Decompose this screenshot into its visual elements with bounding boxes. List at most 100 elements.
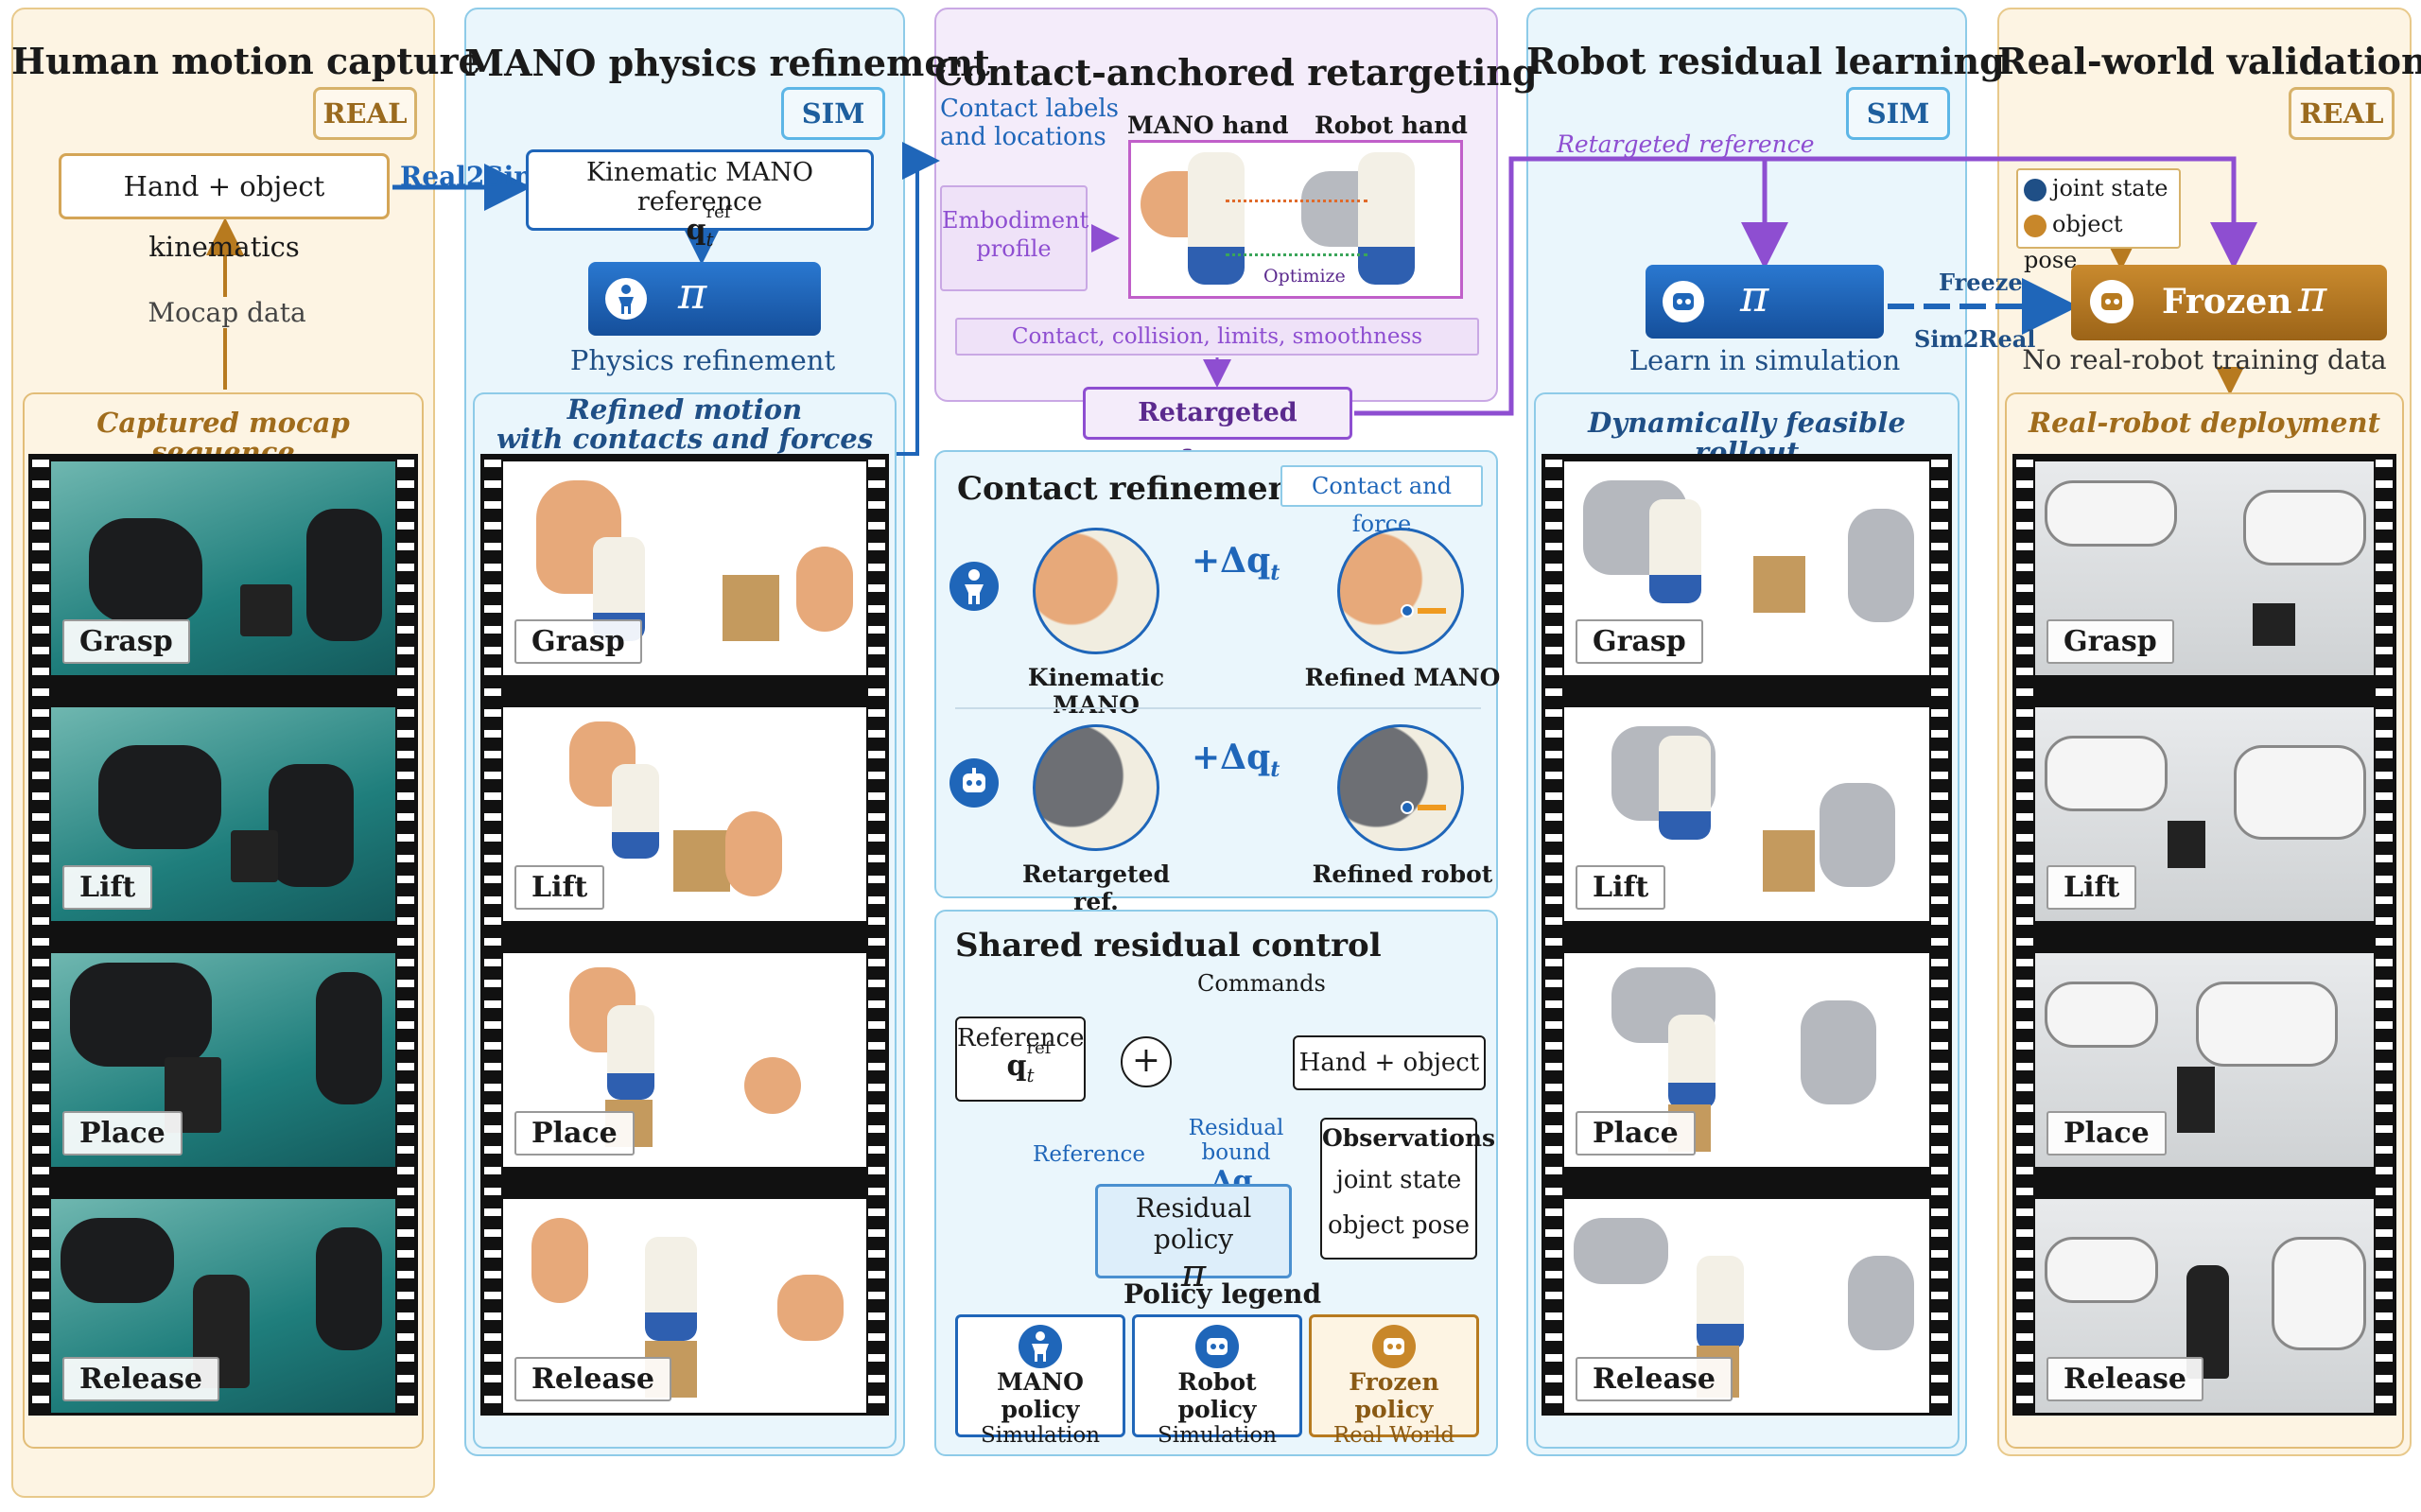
- retarget-image-frame: Optimize: [1128, 140, 1463, 299]
- pi-symbol: π: [1740, 270, 1769, 322]
- sim-badge: SIM: [781, 87, 885, 140]
- kinematic-mano-label: Kinematic MANO: [1027, 664, 1165, 719]
- robot-icon: [1195, 1325, 1239, 1368]
- hand-object-box: Hand + object: [1293, 1035, 1486, 1090]
- observation-inputs-box: joint state object pose: [2016, 168, 2181, 273]
- refined-robot-circle: [1337, 724, 1464, 851]
- pi-symbol: π: [2298, 270, 2327, 322]
- real-frame-release: Release: [2035, 1199, 2374, 1413]
- mano-frame-place: Place: [503, 953, 866, 1167]
- legend-robot-policy: Robot policy Simulation: [1132, 1314, 1302, 1448]
- real-world-title: Real-world validation: [1997, 40, 2421, 82]
- real-badge: REAL: [2289, 87, 2395, 140]
- mano-hand: [531, 1218, 588, 1303]
- mano-frame-lift: Lift: [503, 707, 866, 921]
- retargeting-title: Contact-anchored retargeting: [934, 51, 1538, 94]
- no-real-robot-data-label: No real-robot training data: [2022, 344, 2387, 375]
- stage-label: Grasp: [1576, 619, 1703, 664]
- policy-legend-title: Policy legend: [1123, 1278, 1322, 1310]
- real-frame-place: Place: [2035, 953, 2374, 1167]
- frozen-label: Frozen: [2162, 282, 2292, 322]
- legend-frozen-policy: Frozen policy Real World: [1309, 1314, 1479, 1448]
- robot-arm-left: [2045, 736, 2168, 811]
- retargeted-reference-label: Retargeted reference: [1557, 130, 1815, 158]
- frozen-policy-block: Frozen π: [2071, 265, 2387, 340]
- stage-label: Lift: [62, 865, 153, 910]
- human-capture-title: Human motion capture: [11, 40, 481, 82]
- retargeted-ref-label: Retargeted ref.: [1022, 860, 1170, 915]
- embodiment-profile-box: Embodiment profile: [940, 185, 1089, 291]
- glove-left: [61, 1218, 174, 1303]
- mocap-frame-place: Place: [51, 953, 395, 1167]
- mano-filmstrip: Grasp Lift Place Release: [480, 454, 889, 1416]
- real-frame-lift: Lift: [2035, 707, 2374, 921]
- stage-label: Grasp: [62, 619, 190, 664]
- robot-arm-right: [2196, 982, 2338, 1067]
- frozen-robot-icon: [2090, 280, 2134, 323]
- bottle: [612, 764, 659, 859]
- stage-label: Lift: [1576, 865, 1666, 910]
- wood-box: [673, 830, 730, 892]
- robot-arm-left: [2045, 480, 2177, 547]
- mano-refinement-title: MANO physics refinement: [464, 42, 990, 84]
- pi-symbol: π: [678, 268, 707, 319]
- real2sim-label: Real2Sim: [400, 161, 542, 192]
- sum-node: +: [1121, 1036, 1172, 1087]
- bottle: [1659, 736, 1711, 840]
- contact-force-badge: Contact and force: [1280, 465, 1483, 537]
- bottle: [1358, 152, 1415, 285]
- robot-hand: [1848, 1256, 1914, 1350]
- glove-left: [70, 963, 212, 1067]
- contact-labels-text: Contact labels and locations: [940, 95, 1120, 151]
- robot-arm-right: [2272, 1237, 2366, 1350]
- bottle: [1697, 1256, 1744, 1350]
- robot-hand: [1801, 1000, 1876, 1104]
- stage-label: Release: [62, 1357, 219, 1401]
- mano-policy-block: π: [588, 262, 821, 336]
- wood-box: [723, 575, 779, 641]
- residual-policy-box: Residual policy π: [1095, 1184, 1292, 1293]
- robot-policy-block: π: [1646, 265, 1884, 339]
- stage-label: Lift: [514, 865, 605, 910]
- mano-hand: [744, 1057, 801, 1114]
- real-filmstrip: Grasp Lift Place Release: [2012, 454, 2396, 1416]
- stage-label: Grasp: [514, 619, 642, 664]
- mocap-frame-grasp: Grasp: [51, 461, 395, 675]
- robot-arm-left: [2045, 982, 2158, 1048]
- glove-left: [89, 518, 202, 622]
- robot-hand: [1574, 1218, 1668, 1284]
- real-badge: REAL: [313, 87, 417, 140]
- observations-box: Observations joint state object pose: [1320, 1118, 1495, 1260]
- object-pose-icon: [2024, 214, 2047, 237]
- person-icon: [1019, 1325, 1062, 1368]
- bottle: [1649, 499, 1701, 603]
- robot-hand-header: Robot hand: [1315, 112, 1468, 139]
- hand-object-kinematics-box: Hand + object kinematics: [59, 153, 390, 263]
- mano-hand: [777, 1275, 844, 1341]
- stage-label: Release: [514, 1357, 671, 1401]
- residual-bound-label: Residual bound Δqt: [1188, 1116, 1284, 1202]
- mocap-frame-release: Release: [51, 1199, 395, 1413]
- glove-right: [269, 764, 354, 887]
- physics-refinement-label: Physics refinement: [569, 344, 836, 376]
- kinematic-mano-reference-text: Kinematic MANO reference: [586, 158, 813, 217]
- bottle: [1188, 152, 1245, 285]
- object-pose-row: object pose: [2024, 211, 2123, 273]
- freeze-label: Freeze: [1939, 269, 2023, 296]
- stage-label: Place: [514, 1111, 635, 1156]
- shared-control-title: Shared residual control: [955, 927, 1382, 965]
- refined-robot-label: Refined robot: [1312, 860, 1493, 888]
- mano-hand: [796, 547, 853, 632]
- stage-label: Release: [2047, 1357, 2203, 1401]
- robot-frame-grasp: Grasp: [1564, 461, 1929, 675]
- divider-line: [955, 707, 1481, 709]
- mocap-filmstrip: Grasp Lift Place Release: [28, 454, 418, 1416]
- stage-label: Place: [1576, 1111, 1696, 1156]
- robot-icon: [949, 758, 999, 808]
- robot-frame-place: Place: [1564, 953, 1929, 1167]
- delta-q-bottom: +Δqt: [1192, 738, 1280, 783]
- bottle: [607, 1005, 654, 1100]
- mocap-frame-lift: Lift: [51, 707, 395, 921]
